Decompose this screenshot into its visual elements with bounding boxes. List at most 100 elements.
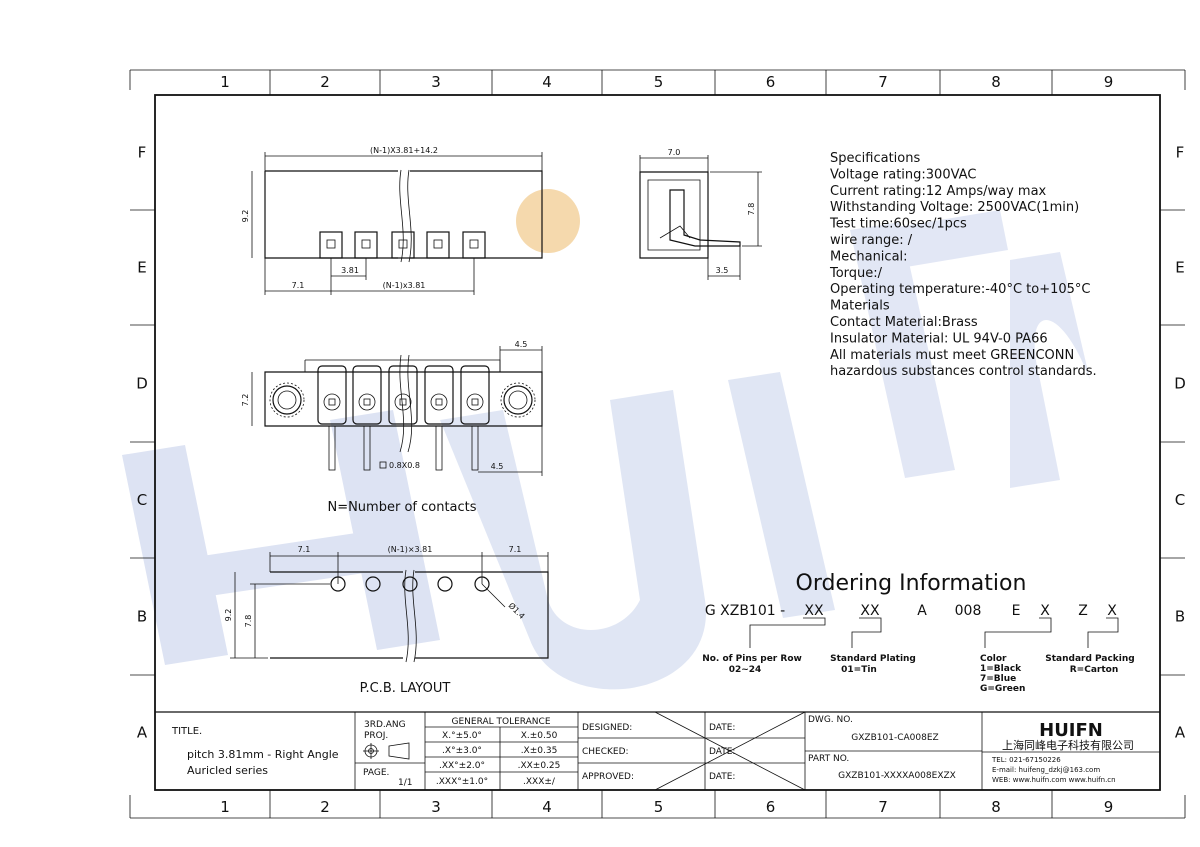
title-line1: pitch 3.81mm - Right Angle bbox=[187, 748, 339, 761]
terminal-slots bbox=[317, 365, 490, 425]
company-email: E-mail: huifeng_dzkj@163.com bbox=[992, 766, 1100, 774]
tol-angle-1: .X°±3.0° bbox=[442, 746, 482, 756]
color-blue: 7=Blue bbox=[980, 674, 1016, 684]
dim-pcb-left: 7.1 bbox=[298, 545, 311, 554]
tol-angle-3: .XXX°±1.0° bbox=[436, 777, 488, 787]
spec-line: Operating temperature:-40°C to+105°C bbox=[830, 282, 1091, 297]
watermark-letter-i bbox=[728, 372, 835, 618]
grid-col-label-5-bottom: 5 bbox=[654, 798, 664, 816]
plating-value: 01=Tin bbox=[841, 665, 877, 675]
code-color: X bbox=[1040, 603, 1050, 619]
pcb-layout-label: P.C.B. LAYOUT bbox=[360, 681, 451, 696]
color-green: G=Green bbox=[980, 684, 1025, 694]
dwg-value: GXZB101-CA008EZ bbox=[851, 733, 938, 743]
watermark-letter-n bbox=[1010, 252, 1090, 488]
dim-side-width: 7.0 bbox=[668, 148, 681, 157]
plating-label: Standard Plating bbox=[830, 654, 916, 664]
grid-col-label-9-top: 9 bbox=[1104, 73, 1114, 91]
dim-flange: 4.5 bbox=[515, 340, 528, 349]
dim-pin-section: 0.8X0.8 bbox=[389, 461, 420, 470]
dim-pcb-span: (N-1)×3.81 bbox=[388, 545, 433, 554]
code-a: A bbox=[917, 603, 927, 619]
dim-side-height: 7.8 bbox=[747, 203, 756, 216]
dim-pin-offset: 4.5 bbox=[491, 462, 504, 471]
title-label: TITLE. bbox=[171, 726, 202, 737]
proj-line1: 3RD.ANG bbox=[364, 720, 406, 730]
grid-row-label-B-left: B bbox=[137, 608, 147, 626]
company-web: WEB: www.huifn.com www.huifn.cn bbox=[992, 776, 1116, 784]
pins-range: 02~24 bbox=[729, 665, 762, 675]
grid-row-label-C-left: C bbox=[137, 491, 147, 509]
designed-date-label: DATE: bbox=[709, 723, 735, 733]
watermark-dot bbox=[516, 189, 580, 253]
watermark-letter-f bbox=[850, 210, 1008, 478]
tol-linear-0: X.±0.50 bbox=[521, 731, 558, 741]
dim-top-height: 7.2 bbox=[241, 394, 250, 407]
dwg-label: DWG. NO. bbox=[808, 715, 853, 725]
tol-angle-0: X.°±5.0° bbox=[442, 731, 482, 741]
grid-col-label-5-top: 5 bbox=[654, 73, 664, 91]
spec-line: Contact Material:Brass bbox=[830, 315, 978, 330]
grid-row-label-E-right: E bbox=[1175, 259, 1184, 277]
grid-col-label-4-top: 4 bbox=[542, 73, 552, 91]
grid-row-label-A-right: A bbox=[1175, 724, 1186, 742]
part-value: GXZB101-XXXXA008EXZX bbox=[838, 771, 956, 781]
grid-col-label-6-top: 6 bbox=[766, 73, 776, 91]
company-tel: TEL: 021-67150226 bbox=[991, 756, 1061, 764]
sheet-frame bbox=[129, 69, 1186, 819]
grid-col-label-7-bottom: 7 bbox=[878, 798, 888, 816]
part-label: PART NO. bbox=[808, 754, 849, 764]
front-view: (N-1)X3.81+14.2 9.2 3.81 7.1 (N-1)x3.81 bbox=[241, 146, 543, 295]
grid-row-label-C-right: C bbox=[1175, 491, 1185, 509]
grid-col-label-2-top: 2 bbox=[320, 73, 330, 91]
tol-linear-1: .X±0.35 bbox=[521, 746, 558, 756]
top-view: 4.5 7.2 0.8X0.8 4.5 N=Number of contacts bbox=[241, 340, 543, 515]
grid-row-label-B-right: B bbox=[1175, 608, 1185, 626]
spec-line: Mechanical: bbox=[830, 249, 908, 264]
tolerance-header: GENERAL TOLERANCE bbox=[451, 717, 550, 727]
code-z: Z bbox=[1078, 603, 1088, 619]
grid-row-label-D-left: D bbox=[136, 375, 148, 393]
grid-col-label-8-bottom: 8 bbox=[991, 798, 1001, 816]
side-view: 7.0 7.8 3.5 bbox=[639, 148, 762, 280]
projection-symbol-icon bbox=[363, 742, 410, 760]
pins bbox=[328, 425, 479, 471]
checked-label: CHECKED: bbox=[582, 747, 629, 757]
contacts-note: N=Number of contacts bbox=[327, 500, 476, 515]
tol-angle-2: .XX°±2.0° bbox=[439, 761, 485, 771]
grid-col-label-1-bottom: 1 bbox=[220, 798, 230, 816]
approved-label: APPROVED: bbox=[582, 772, 634, 782]
spec-line: Test time:60sec/1pcs bbox=[829, 217, 967, 232]
title-block: TITLE. pitch 3.81mm - Right Angle Auricl… bbox=[155, 711, 1160, 791]
watermark bbox=[122, 189, 1090, 690]
dim-pcb-height-inner: 7.8 bbox=[244, 615, 253, 628]
page-value: 1/1 bbox=[398, 778, 412, 788]
dim-pcb-height-outer: 9.2 bbox=[224, 609, 233, 622]
dim-front-span: (N-1)x3.81 bbox=[383, 281, 426, 290]
grid-col-label-8-top: 8 bbox=[991, 73, 1001, 91]
grid-row-label-F-right: F bbox=[1176, 144, 1185, 162]
grid-row-label-E-left: E bbox=[137, 259, 146, 277]
grid-row-label-F-left: F bbox=[138, 144, 147, 162]
grid-col-label-7-top: 7 bbox=[878, 73, 888, 91]
ordering-information: Ordering Information G XZB101 - XX XX A … bbox=[702, 571, 1135, 694]
spec-line: All materials must meet GREENCONN bbox=[830, 348, 1074, 363]
spec-line: wire range: / bbox=[830, 233, 913, 248]
spec-line: Current rating:12 Amps/way max bbox=[830, 184, 1047, 199]
code-prefix: G XZB101 - bbox=[705, 603, 785, 619]
pins-label: No. of Pins per Row bbox=[702, 654, 802, 664]
company-name: 上海同峰电子科技有限公司 bbox=[1002, 738, 1134, 752]
ordering-title: Ordering Information bbox=[796, 571, 1027, 596]
spec-line: hazardous substances control standards. bbox=[830, 364, 1097, 379]
dim-pcb-right: 7.1 bbox=[509, 545, 522, 554]
spec-line: Materials bbox=[830, 299, 890, 314]
grid-col-label-2-bottom: 2 bbox=[320, 798, 330, 816]
tol-linear-3: .XXX±/ bbox=[523, 777, 556, 787]
code-packing: X bbox=[1107, 603, 1117, 619]
page-label: PAGE. bbox=[363, 768, 389, 778]
checked-date-label: DATE: bbox=[709, 747, 735, 757]
designed-label: DESIGNED: bbox=[582, 723, 632, 733]
grid-col-label-1-top: 1 bbox=[220, 73, 230, 91]
